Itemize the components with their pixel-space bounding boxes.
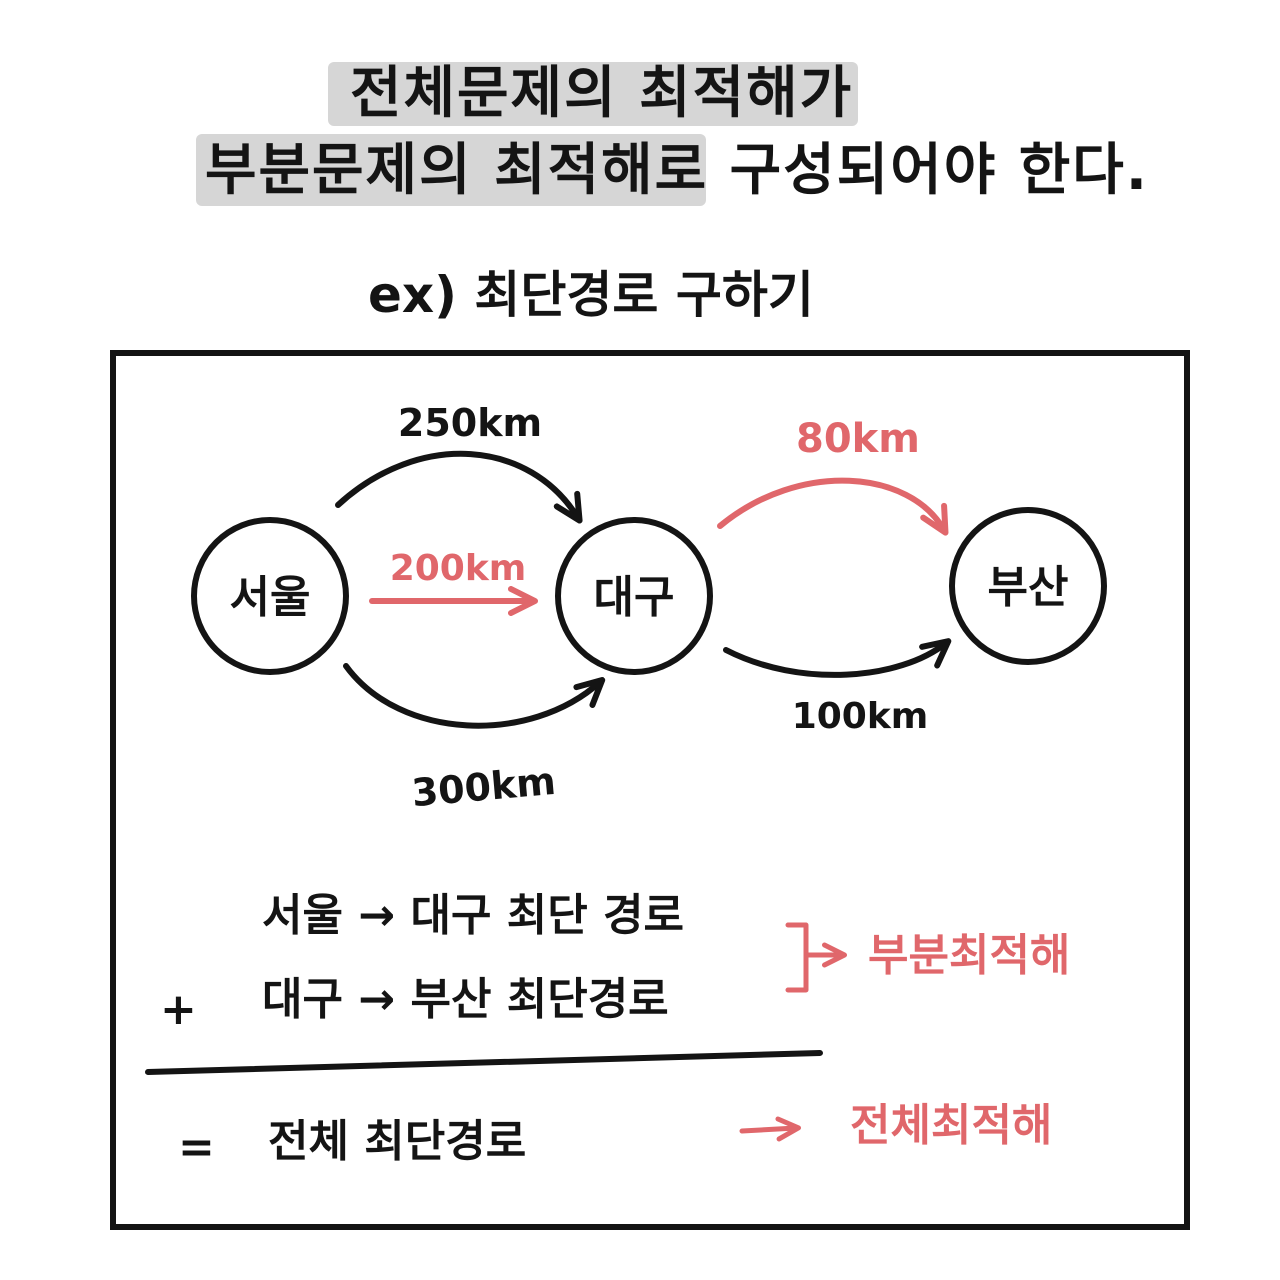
edge-seoul-daegu-top [335,450,583,524]
equation-plus: + [160,984,197,1035]
edge-daegu-busan-top [717,477,949,536]
node-daegu-label: 대구 [594,572,675,623]
title-line-1: 전체문제의 최적해가 [350,61,854,126]
edge-label-80km: 80km [796,416,920,462]
edge-label-300km: 300km [410,759,557,815]
total-optimal-label: 전체최적해 [850,1100,1053,1151]
title-line-2: 부분문제의 최적해로 구성되어야 한다. [205,138,1150,203]
edge-label-250km: 250km [398,401,542,445]
sum-line [145,1050,823,1075]
equation-line-1: 서울 → 대구 최단 경로 [262,890,684,941]
node-seoul-label: 서울 [230,572,311,623]
title-highlight-2 [196,134,706,206]
subtitle: ex) 최단경로 구하기 [368,266,814,324]
edge-label-100km: 100km [792,696,929,737]
node-busan-label: 부산 [988,562,1069,613]
total-arrow [739,1116,801,1142]
edge-daegu-busan-bottom [723,638,952,678]
partial-bracket [785,922,842,993]
equation-result: 전체 최단경로 [268,1116,527,1167]
edge-seoul-daegu-bottom [343,663,606,729]
partial-optimal-label: 부분최적해 [868,930,1071,981]
diagram-frame [110,350,1190,1230]
equation-equals: = [178,1122,215,1173]
title-highlight-1 [328,62,858,126]
node-busan: 부산 [949,507,1107,665]
equation-line-2: 대구 → 부산 최단경로 [262,974,669,1025]
edge-label-200km: 200km [390,548,527,589]
node-seoul: 서울 [191,517,349,675]
node-daegu: 대구 [555,517,713,675]
